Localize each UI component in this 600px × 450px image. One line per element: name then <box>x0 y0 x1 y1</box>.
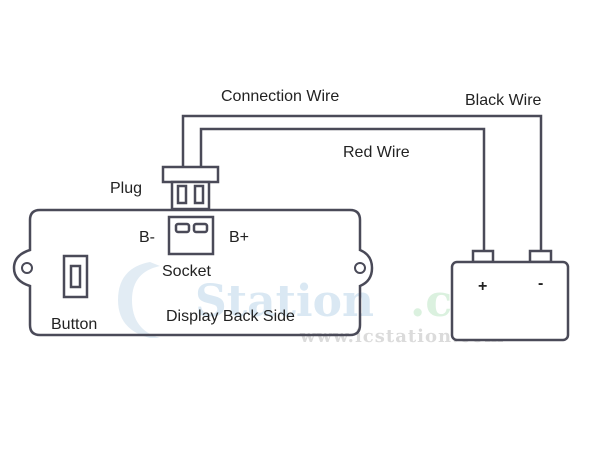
black-wire-line <box>181 114 543 252</box>
plug-label: Plug <box>110 180 142 197</box>
socket <box>167 215 215 256</box>
battery-plus-label: + <box>478 278 487 295</box>
battery <box>450 249 570 342</box>
display-board <box>12 208 374 337</box>
wires <box>181 114 543 252</box>
watermark-logo-icon <box>118 262 160 338</box>
red-wire-line <box>199 127 486 252</box>
battery-minus-label: - <box>538 275 543 292</box>
button-component <box>62 254 89 299</box>
b-plus-label: B+ <box>229 229 249 246</box>
red-wire-label: Red Wire <box>343 144 410 161</box>
button-label: Button <box>51 316 97 333</box>
socket-label: Socket <box>162 263 211 280</box>
black-wire-label: Black Wire <box>465 92 542 109</box>
mount-hole-right <box>354 262 366 274</box>
connection-wire-label: Connection Wire <box>221 88 339 105</box>
display-back-side-label: Display Back Side <box>166 308 295 325</box>
plug <box>161 165 220 211</box>
mount-hole-left <box>21 262 33 274</box>
b-minus-label: B- <box>139 229 155 246</box>
watermark-logo-text: Station <box>195 276 374 327</box>
